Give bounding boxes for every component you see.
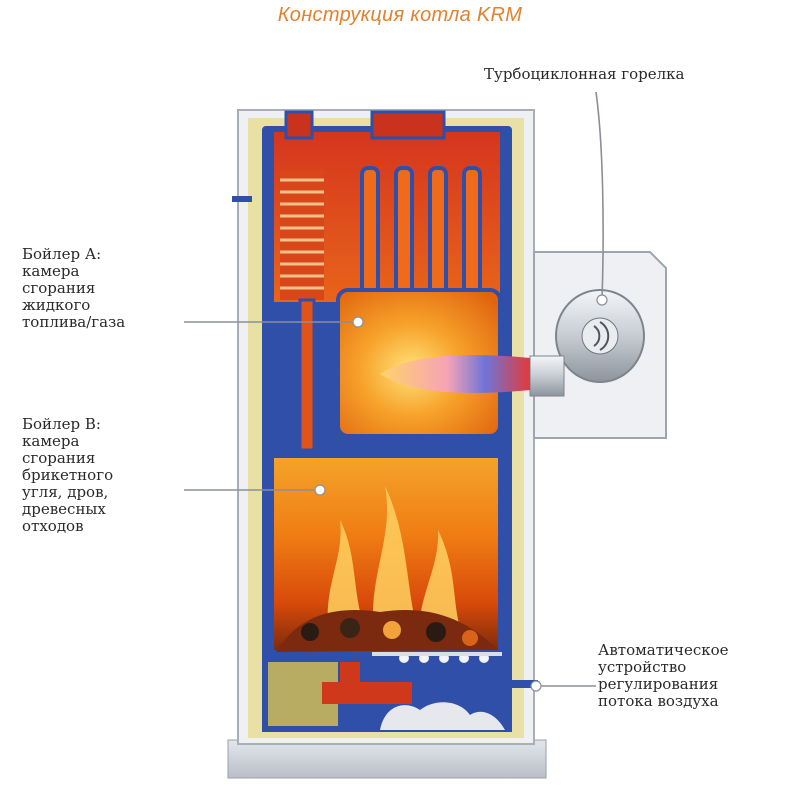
flue-outlet xyxy=(370,110,446,140)
burner-flame xyxy=(380,355,530,393)
connecting-pipe xyxy=(298,298,316,452)
marker-boiler-a xyxy=(352,316,364,328)
label-air-flow-control: Автоматическое устройство регулирования … xyxy=(598,641,729,710)
air-damper xyxy=(322,682,412,704)
base-plate xyxy=(227,739,547,779)
marker-air-control xyxy=(530,680,542,692)
flue-tubes xyxy=(360,166,482,300)
turbocyclone-burner xyxy=(529,289,645,397)
label-boiler-a: Бойлер А: камера сгорания жидкого топлив… xyxy=(22,245,126,331)
fuel-pile xyxy=(276,609,498,652)
coil-heat-exchanger xyxy=(280,170,324,300)
label-boiler-b: Бойлер В: камера сгорания брикетного угл… xyxy=(22,415,114,535)
ash-bed xyxy=(380,702,505,730)
marker-boiler-b xyxy=(314,484,326,496)
marker-burner xyxy=(596,294,608,306)
label-turbocyclone-burner: Турбоциклонная горелка xyxy=(484,65,685,83)
diagram-title: Конструкция котла KRM xyxy=(277,4,523,26)
leader-line-burner xyxy=(595,91,604,301)
